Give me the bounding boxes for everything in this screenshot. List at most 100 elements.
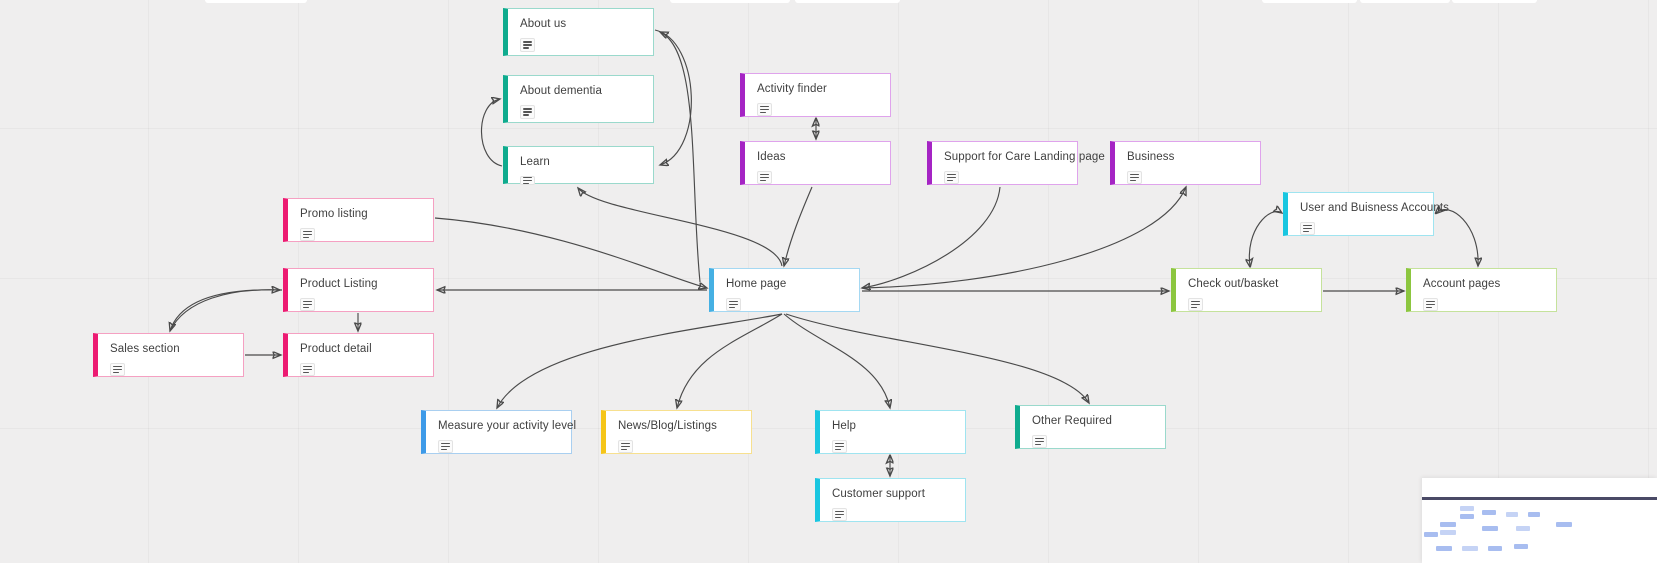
document-icon[interactable] [1127, 171, 1142, 184]
minimap-node-marker [1556, 522, 1572, 527]
edge-sales-section-to-product-listing [169, 290, 280, 332]
node-title: About dementia [520, 85, 602, 97]
edge-home-page-to-learn [578, 188, 783, 267]
document-icon[interactable] [520, 105, 535, 119]
node-title: Check out/basket [1188, 278, 1279, 290]
node-sales-section[interactable]: Sales section [93, 333, 244, 377]
node-title: Learn [520, 156, 550, 168]
document-icon[interactable] [438, 440, 453, 453]
node-title: Activity finder [757, 83, 827, 95]
node-account-pages[interactable]: Account pages [1406, 268, 1557, 312]
node-checkout-basket[interactable]: Check out/basket [1171, 268, 1322, 312]
node-about-dementia[interactable]: About dementia [503, 75, 654, 123]
canvas-minimap[interactable] [1422, 478, 1657, 563]
node-title: Promo listing [300, 208, 368, 220]
node-product-detail[interactable]: Product detail [283, 333, 434, 377]
minimap-node-marker [1506, 512, 1518, 517]
minimap-node-marker [1482, 526, 1498, 531]
toolbar-chip[interactable] [232, 0, 307, 3]
toolbar-strip [0, 0, 1657, 3]
document-icon[interactable] [110, 363, 125, 376]
node-home-page[interactable]: Home page [709, 268, 860, 312]
node-title: User and Buisness Accounts [1300, 202, 1449, 214]
toolbar-chip[interactable] [670, 0, 790, 3]
node-title: About us [520, 18, 567, 30]
document-icon[interactable] [520, 38, 535, 52]
node-title: Customer support [832, 488, 925, 500]
document-icon[interactable] [757, 103, 772, 116]
document-icon[interactable] [832, 440, 847, 453]
document-icon[interactable] [757, 171, 772, 184]
toolbar-chip[interactable] [795, 0, 900, 3]
edge-learn-to-about-dementia [481, 99, 503, 167]
node-support-care[interactable]: Support for Care Landing page [927, 141, 1105, 185]
node-title: Business [1127, 151, 1175, 163]
node-title: Other Required [1032, 415, 1113, 427]
toolbar-chip[interactable] [205, 0, 265, 3]
node-business[interactable]: Business [1110, 141, 1261, 185]
node-learn[interactable]: Learn [503, 146, 654, 186]
edge-product-listing-to-sales-section [170, 289, 283, 331]
node-title: Support for Care Landing page [944, 151, 1105, 163]
document-icon[interactable] [1423, 298, 1438, 311]
minimap-node-marker [1462, 546, 1478, 551]
node-customer-support[interactable]: Customer support [815, 478, 966, 522]
node-about-us[interactable]: About us [503, 8, 654, 56]
node-title: Home page [726, 278, 787, 290]
toolbar-chip[interactable] [1360, 0, 1450, 3]
minimap-node-marker [1482, 510, 1496, 515]
document-icon[interactable] [300, 363, 315, 376]
edge-home-page-to-about-us [660, 32, 701, 283]
toolbar-chip[interactable] [1262, 0, 1357, 3]
node-title: Ideas [757, 151, 786, 163]
document-icon[interactable] [618, 440, 633, 453]
node-measure-activity[interactable]: Measure your activity level [421, 410, 577, 454]
node-title: Help [832, 420, 857, 432]
document-icon[interactable] [1188, 298, 1203, 311]
document-icon[interactable] [1300, 222, 1315, 235]
node-other-required[interactable]: Other Required [1015, 405, 1166, 449]
minimap-header [1422, 478, 1657, 500]
node-title: Product detail [300, 343, 372, 355]
document-icon[interactable] [1032, 435, 1047, 448]
minimap-node-marker [1424, 532, 1438, 537]
node-help[interactable]: Help [815, 410, 966, 454]
edge-ideas-to-home-page [784, 186, 813, 266]
minimap-node-marker [1436, 546, 1452, 551]
node-title: Measure your activity level [438, 420, 577, 432]
document-icon[interactable] [300, 228, 315, 241]
edge-checkout-basket-to-user-accounts [1249, 212, 1282, 266]
node-user-business-accounts[interactable]: User and Buisness Accounts [1283, 192, 1449, 236]
document-icon[interactable] [726, 298, 741, 311]
minimap-node-marker [1460, 514, 1474, 519]
node-product-listing[interactable]: Product Listing [283, 268, 434, 312]
edge-support-care-to-home-page [862, 186, 1001, 288]
edge-home-page-to-help [783, 313, 890, 408]
minimap-node-marker [1516, 526, 1530, 531]
edge-promo-listing-to-home-page [434, 217, 707, 288]
node-ideas[interactable]: Ideas [740, 141, 891, 185]
edge-home-page-to-measure-activity [497, 313, 783, 408]
node-title: Account pages [1423, 278, 1501, 290]
document-icon[interactable] [300, 298, 315, 311]
edge-account-pages-to-user-accounts [1436, 210, 1478, 266]
document-icon[interactable] [832, 508, 847, 521]
document-icon[interactable] [944, 171, 959, 184]
edge-home-page-to-business [861, 187, 1186, 289]
edge-home-page-to-other-required [785, 313, 1089, 403]
toolbar-chip[interactable] [1452, 0, 1537, 3]
node-news-blog[interactable]: News/Blog/Listings [601, 410, 752, 454]
minimap-node-marker [1460, 506, 1474, 511]
node-activity-finder[interactable]: Activity finder [740, 73, 891, 117]
minimap-node-marker [1528, 512, 1540, 517]
edge-about-us-to-home-page-top [654, 29, 692, 165]
node-title: Product Listing [300, 278, 378, 290]
minimap-body[interactable] [1422, 500, 1657, 563]
edge-home-page-to-news-blog [677, 313, 783, 408]
minimap-node-marker [1488, 546, 1502, 551]
document-icon[interactable] [520, 176, 535, 186]
node-promo-listing[interactable]: Promo listing [283, 198, 434, 242]
minimap-node-marker [1440, 522, 1456, 527]
node-title: News/Blog/Listings [618, 420, 717, 432]
